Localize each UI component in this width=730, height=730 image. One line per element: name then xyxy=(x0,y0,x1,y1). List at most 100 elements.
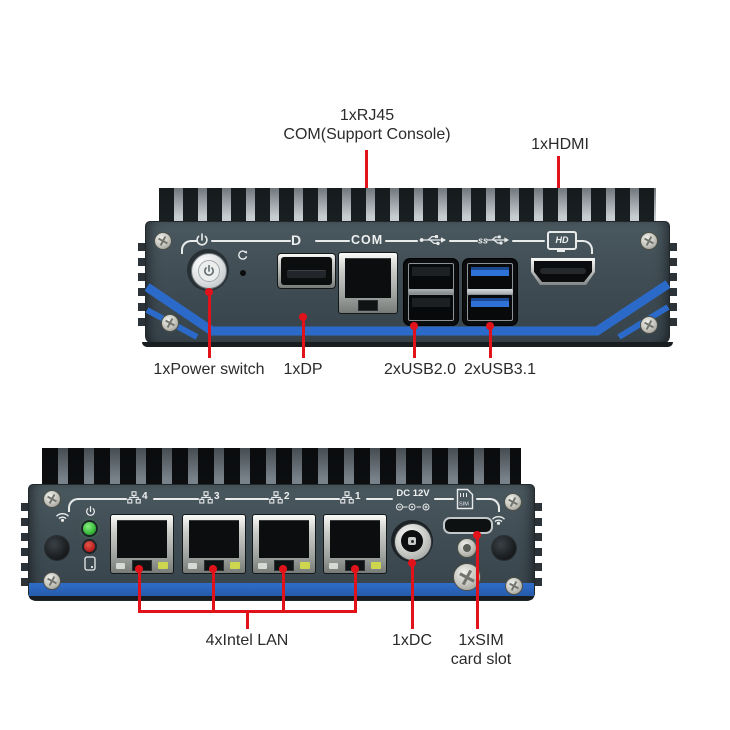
callout-line-lan2 xyxy=(282,571,285,612)
rj45-clip xyxy=(358,300,378,311)
usb3-port[interactable] xyxy=(467,294,513,321)
callout-sim-line1: 1xSIM xyxy=(458,632,504,649)
dc-jack[interactable] xyxy=(391,520,433,562)
rj45-opening xyxy=(189,520,239,558)
power-icon xyxy=(196,233,208,246)
dc-polarity-icon xyxy=(396,503,430,511)
callout-dc: 1xDC xyxy=(391,632,432,649)
callout-dot-lan4 xyxy=(135,565,143,573)
print-line xyxy=(211,240,291,242)
usb-divider xyxy=(408,289,454,295)
lan-led-left xyxy=(116,563,125,569)
sim-text: SIM xyxy=(459,502,469,508)
callout-line-power xyxy=(208,294,211,358)
print-bracket-right xyxy=(484,498,500,512)
displayport-slot xyxy=(287,270,326,278)
callout-usb2: 2xUSB2.0 xyxy=(383,361,457,378)
lan-port-1[interactable] xyxy=(323,514,387,574)
ss-text: ss xyxy=(478,236,488,246)
lan-led-right xyxy=(371,562,381,569)
callout-line-usb3 xyxy=(489,328,492,358)
device-front-view: D COM ss HD xyxy=(138,188,677,347)
reset-icon xyxy=(238,250,248,260)
lan-port-number: 1 xyxy=(355,491,361,502)
antenna-hole xyxy=(492,536,516,560)
displayport-port[interactable] xyxy=(277,253,336,289)
power-glyph-icon xyxy=(204,265,214,276)
hdmi-logo-icon: HD xyxy=(547,231,577,252)
rj45-opening xyxy=(330,520,380,558)
callout-dot-usb2 xyxy=(410,322,418,330)
callout-line-dc xyxy=(411,565,414,629)
print-line xyxy=(434,498,454,500)
power-button-recess xyxy=(187,249,229,291)
power-led-green xyxy=(83,522,96,535)
power-led-icon xyxy=(86,506,95,516)
lan-network-icon xyxy=(269,491,283,504)
sim-card-slot[interactable] xyxy=(443,517,493,534)
screw xyxy=(640,232,658,250)
usb3-port[interactable] xyxy=(467,263,513,290)
lan-led-left xyxy=(258,563,267,569)
screw xyxy=(161,314,179,332)
torx-screw xyxy=(457,538,477,558)
callout-usb3: 2xUSB3.1 xyxy=(463,361,537,378)
screw xyxy=(640,316,658,334)
lan-led-right xyxy=(300,562,310,569)
heatsink-fins xyxy=(42,448,521,488)
usb2-port[interactable] xyxy=(408,263,454,290)
usb2-port[interactable] xyxy=(408,294,454,321)
print-bracket-right xyxy=(577,240,593,254)
hdd-icon xyxy=(84,556,96,571)
wifi-icon xyxy=(56,513,69,522)
lan-led-left xyxy=(188,563,197,569)
antenna-hole xyxy=(45,536,69,560)
lan-port-number: 3 xyxy=(214,491,220,502)
print-line xyxy=(80,498,127,500)
dc-jack-pin xyxy=(408,537,416,545)
lan-port-number: 4 xyxy=(142,491,148,502)
power-button[interactable] xyxy=(191,253,227,289)
callout-sim-line2: card slot xyxy=(450,651,512,668)
usb2-tongue xyxy=(412,267,450,276)
displayport-logo-icon: D xyxy=(291,232,302,248)
callout-hdmi: 1xHDMI xyxy=(531,136,589,153)
lan-network-icon xyxy=(127,491,141,504)
screw xyxy=(43,490,61,508)
lan-port-number: 2 xyxy=(284,491,290,502)
callout-line-sim xyxy=(476,537,479,629)
usb3-port-stack[interactable] xyxy=(462,258,518,326)
callout-dp: 1xDP xyxy=(283,361,323,378)
power-button-core xyxy=(198,260,220,282)
usb2-port-stack[interactable] xyxy=(403,258,459,326)
sim-card-icon: SIM xyxy=(456,488,474,510)
print-bracket-left xyxy=(68,498,84,512)
hdmi-port[interactable] xyxy=(531,258,595,285)
screw xyxy=(504,493,522,511)
callout-line-lan3 xyxy=(212,571,215,612)
heatsink-fins xyxy=(159,188,656,225)
print-line xyxy=(295,498,340,500)
usb2-tongue xyxy=(412,298,450,307)
print-line xyxy=(366,498,393,500)
lan-port-3[interactable] xyxy=(182,514,246,574)
lan-port-4[interactable] xyxy=(110,514,174,574)
print-line xyxy=(315,240,350,242)
reset-pinhole[interactable] xyxy=(240,270,246,276)
rj45-com-port[interactable] xyxy=(338,252,398,314)
callout-power: 1xPower switch xyxy=(153,361,265,378)
lan-port-2[interactable] xyxy=(252,514,316,574)
callout-bracket-lan xyxy=(138,610,357,613)
print-line xyxy=(449,240,478,242)
usb-divider xyxy=(467,289,513,295)
callout-rj45-line2: COM(Support Console) xyxy=(283,126,451,143)
wifi-icon xyxy=(492,516,505,525)
left-edge-serration xyxy=(138,243,145,328)
lan-led-right xyxy=(230,562,240,569)
rj45-opening xyxy=(345,258,391,298)
hdd-led-red xyxy=(84,541,95,552)
callout-dot-usb3 xyxy=(486,322,494,330)
dc-print-label: DC 12V xyxy=(396,488,430,499)
screw xyxy=(43,572,61,590)
